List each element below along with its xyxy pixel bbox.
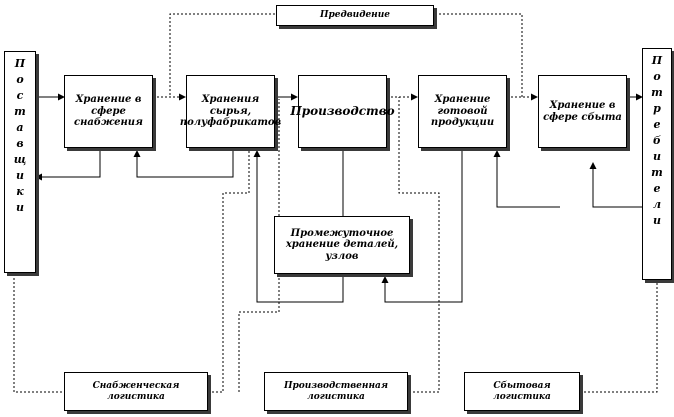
suppliers-letter: щ xyxy=(13,153,27,166)
box-forecast: Предвидение xyxy=(276,5,434,26)
box-production-logistics: Производственная логистика xyxy=(264,372,408,411)
box-suppliers: П о с т а в щ и к и xyxy=(4,51,36,273)
consumers-letter: т xyxy=(651,166,663,179)
consumers-letter: е xyxy=(653,182,661,195)
consumers-letter: р xyxy=(653,102,661,115)
return-sales-to-finished xyxy=(493,150,560,208)
box-storage-raw: Хранения сырья, полуфабрикатов xyxy=(180,75,281,148)
production-logistics-label: Производственная логистика xyxy=(283,381,388,402)
suppliers-letter: в xyxy=(16,137,24,150)
link-supply-logistics-raw xyxy=(208,148,250,393)
suppliers-letter: и xyxy=(16,201,24,214)
link-intermediate-to-raw xyxy=(253,150,344,303)
production-label: Производство xyxy=(290,103,395,118)
box-storage-sales: Хранение в сфере сбыта xyxy=(538,75,627,148)
intermediate-label: Промежуточное хранение деталей, узлов xyxy=(285,227,399,262)
suppliers-letter: П xyxy=(14,57,26,70)
consumers-letter: б xyxy=(653,134,661,147)
link-finished-to-intermediate xyxy=(381,148,463,303)
suppliers-letter: т xyxy=(14,105,26,118)
return-consumers-to-sales xyxy=(589,162,642,208)
loop-raw-storage xyxy=(133,148,234,178)
consumers-letter: т xyxy=(651,86,663,99)
forecast-label: Предвидение xyxy=(319,10,391,21)
link-production-logistics-finished xyxy=(398,97,440,393)
storage-raw-label: Хранения сырья, полуфабрикатов xyxy=(179,94,282,129)
suppliers-letter: с xyxy=(16,89,24,102)
consumers-letter: П xyxy=(651,54,663,67)
forecast-link-right xyxy=(435,13,523,97)
box-storage-finished: Хранение готовой продукции xyxy=(418,75,507,148)
return-supply-to-suppliers xyxy=(35,148,101,181)
suppliers-letter: а xyxy=(16,121,24,134)
link-sales-logistics xyxy=(580,282,658,393)
storage-sales-label: Хранение в сфере сбыта xyxy=(543,100,622,123)
suppliers-letter: и xyxy=(16,169,24,182)
suppliers-letter: к xyxy=(16,185,24,198)
storage-supply-label: Хранение в сфере снабжения xyxy=(73,94,144,129)
box-production: Производство xyxy=(290,75,395,148)
consumers-letter: и xyxy=(653,214,661,227)
sales-logistics-label: Сбытовая логистика xyxy=(493,381,551,402)
consumers-letter: о xyxy=(653,70,661,83)
forecast-link-left xyxy=(169,13,275,97)
box-consumers: П о т р е б и т е л и xyxy=(642,48,672,280)
consumers-letter: л xyxy=(652,198,662,211)
consumers-letter: е xyxy=(653,118,661,131)
consumers-letter: и xyxy=(653,150,661,163)
box-storage-supply: Хранение в сфере снабжения xyxy=(64,75,153,148)
supply-logistics-label: Снабженческая логистика xyxy=(92,381,180,402)
link-supply-logistics xyxy=(13,274,64,393)
storage-finished-label: Хранение готовой продукции xyxy=(430,94,495,129)
suppliers-letter: о xyxy=(16,73,24,86)
link-production-logistics xyxy=(238,99,280,392)
box-sales-logistics: Сбытовая логистика xyxy=(464,372,580,411)
box-intermediate-storage: Промежуточное хранение деталей, узлов xyxy=(274,216,410,274)
box-supply-logistics: Снабженческая логистика xyxy=(64,372,208,411)
